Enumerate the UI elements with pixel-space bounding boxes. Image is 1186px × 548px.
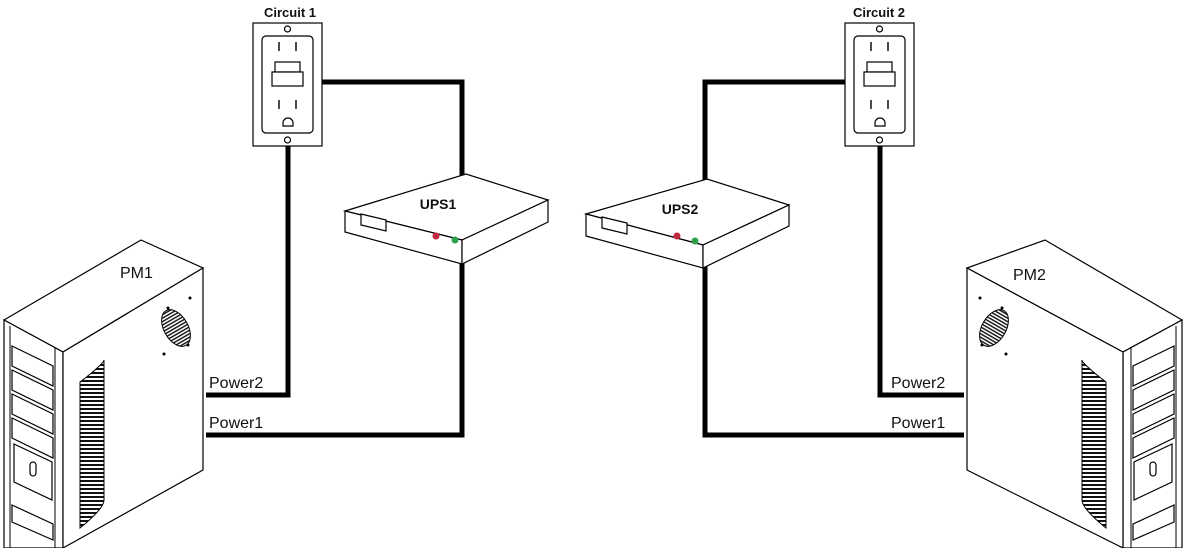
outlet-circuit-1: Circuit 1 [252, 5, 323, 147]
drive-bay [1132, 393, 1175, 435]
outlet-circuit-2: Circuit 2 [844, 5, 915, 147]
screw-icon [1004, 352, 1008, 356]
ups-display-panel [601, 216, 628, 235]
drive-bay [11, 393, 54, 435]
floppy-slot-icon [29, 461, 37, 477]
outlet-label: Circuit 1 [264, 5, 316, 20]
server-label: PM2 [1013, 267, 1046, 284]
outlet-button [863, 71, 896, 87]
ups-2: UPS2 [583, 178, 791, 269]
ups-side-face [702, 204, 790, 269]
outlet-screw-icon [875, 25, 884, 33]
drive-bay [11, 417, 54, 459]
ups-label: UPS1 [420, 196, 457, 212]
outlet-button [271, 71, 304, 87]
pm2-power1-label: Power1 [891, 415, 945, 432]
ups-display-panel [360, 213, 387, 232]
ups-led-green-icon [691, 237, 699, 245]
cable-circuit1-to-pm1-power2 [206, 146, 291, 398]
cable-ups1-to-pm1-power1 [206, 262, 465, 438]
floppy-slot-icon [1149, 461, 1157, 477]
pm1-power2-label: Power2 [209, 375, 263, 392]
screw-icon [980, 343, 984, 347]
screw-icon [162, 352, 166, 356]
screw-icon [1000, 306, 1004, 310]
ups-label: UPS2 [662, 201, 699, 217]
ups-1: UPS1 [342, 173, 550, 265]
drive-bay [1132, 417, 1175, 459]
outlet-button [866, 61, 893, 73]
pm2-power2-label: Power2 [891, 375, 945, 392]
outlet-screw-icon [283, 25, 292, 33]
screw-icon [188, 296, 192, 300]
cables [206, 79, 964, 438]
outlet-ground-hole [874, 117, 886, 127]
cable-circuit2-to-pm2-power2 [877, 146, 964, 398]
outlet-ground-hole [282, 117, 294, 127]
screw-icon [166, 306, 170, 310]
drive-bay [1132, 369, 1175, 411]
ups-led-red-icon [673, 232, 681, 240]
screw-icon [978, 296, 982, 300]
server-label: PM1 [120, 265, 153, 282]
outlet-screw-icon [875, 136, 884, 144]
ups-led-green-icon [451, 236, 459, 244]
screw-icon [186, 343, 190, 347]
outlet-button [274, 61, 301, 73]
drive-bay [11, 504, 54, 541]
cable-circuit2-to-ups2 [702, 79, 845, 205]
ups-led-red-icon [432, 232, 440, 240]
ups-side-face [461, 199, 549, 265]
side-vent [1081, 359, 1107, 530]
drive-bay [11, 369, 54, 411]
cable-ups2-to-pm2-power1 [702, 266, 964, 438]
server-pm2: PM2 [965, 239, 1184, 548]
server-pm1: PM1 [2, 239, 205, 548]
drive-bay [1132, 504, 1175, 541]
drive-bay [11, 345, 54, 387]
fan-grill-icon [979, 309, 1009, 347]
cable-circuit1-to-ups1 [322, 79, 465, 180]
pm1-power1-label: Power1 [209, 415, 263, 432]
drive-bay [1132, 345, 1175, 387]
side-vent [79, 359, 105, 530]
outlet-label: Circuit 2 [853, 5, 905, 20]
fan-grill-icon [161, 309, 191, 347]
outlet-screw-icon [283, 136, 292, 144]
